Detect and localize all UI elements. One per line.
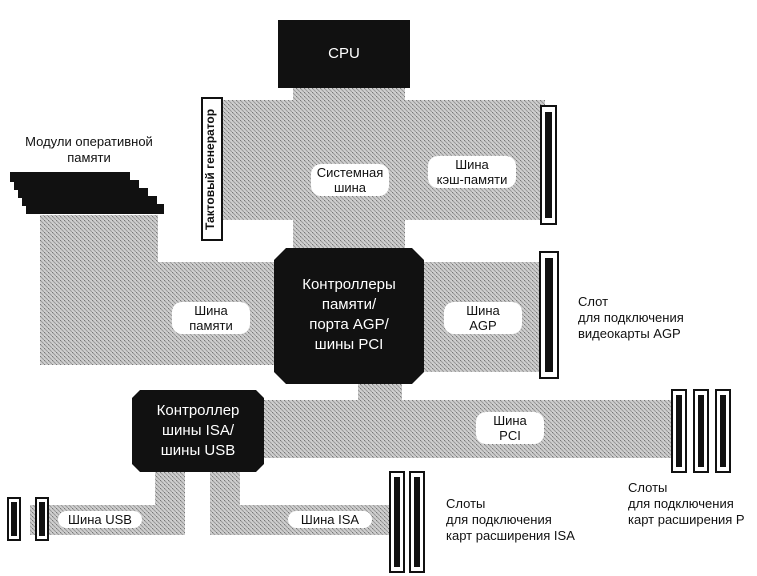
pci-slots-line2: для подключения [628,496,734,511]
clock-bus-band [222,100,293,220]
memory-bus-label: Шина памяти [172,302,250,334]
memory-modules [10,172,164,214]
agp-bus-line1: Шина [466,303,500,318]
agp-slot-line1: Слот [578,294,609,309]
clock-text: Тактовый генератор [203,108,217,230]
pci-slots-line3: карт расширения P [628,512,745,527]
memory-modules-label: Модули оперативной памяти [4,134,174,166]
isa-slot-connectors [389,471,425,573]
agp-bus-label: Шина AGP [444,302,522,334]
pci-bus-line1: Шина [493,413,527,428]
system-bus-label: Системная шина [311,164,389,196]
pci-slots-line1: Слоты [628,480,668,495]
isa-slots-line1: Слоты [446,496,486,511]
north-bridge-chip [274,248,424,384]
memory-modules-line1: Модули оперативной [25,134,153,149]
clock-generator [201,97,223,241]
south-bridge-chip [132,390,264,472]
cache-bus-line1: Шина [455,157,489,172]
agp-slot-line2: для подключения [578,310,684,325]
memory-modules-band [40,215,158,365]
cache-bus-line2: кэш-памяти [436,172,508,187]
pci-bus-label: Шина PCI [476,412,544,444]
clock-generator-label: Тактовый генератор [203,100,221,238]
isa-slots-line3: карт расширения ISA [446,528,575,543]
cpu-label: CPU [278,20,410,88]
south-bridge-label: Контроллер шины ISA/ шины USB [134,392,262,470]
agp-bus-line2: AGP [469,318,497,333]
pci-slots-label: Слоты для подключения карт расширения P [628,480,755,528]
isa-slots-label: Слоты для подключения карт расширения IS… [446,496,606,544]
pci-bus-line2: PCI [499,428,521,443]
usb-bus-text: Шина USB [68,512,132,527]
isa-bus-label: Шина ISA [288,511,372,528]
north-bridge-line4: шины PCI [314,336,384,353]
memory-bus-line2: памяти [189,318,233,333]
usb-bus-label: Шина USB [58,511,142,528]
cache-bus-label: Шина кэш-памяти [428,156,516,188]
system-bus-line2: шина [333,180,367,195]
system-bus-line1: Системная [316,165,384,180]
agp-slot-line3: видеокарты AGP [578,326,681,341]
agp-slot-label: Слот для подключения видеокарты AGP [578,294,753,342]
north-bridge-line2: памяти/ [321,296,377,313]
isa-bus-text: Шина ISA [300,512,360,527]
north-bridge-line3: порта AGP/ [309,316,389,333]
south-bridge-line2: шины ISA/ [162,422,234,439]
pci-slot-connectors [671,389,731,473]
north-bridge-label: Контроллеры памяти/ порта AGP/ шины PCI [278,250,420,380]
memory-modules-line2: памяти [67,150,111,165]
cpu-text: CPU [328,45,360,62]
south-bridge-line1: Контроллер [156,402,240,419]
pci-bus-band [262,400,674,458]
cpu-chip [278,20,410,88]
north-bridge-line1: Контроллеры [302,276,396,293]
south-bridge-line3: шины USB [160,442,236,459]
isa-slots-line2: для подключения [446,512,552,527]
memory-bus-line1: Шина [194,303,228,318]
usb-port-connectors [7,497,49,541]
